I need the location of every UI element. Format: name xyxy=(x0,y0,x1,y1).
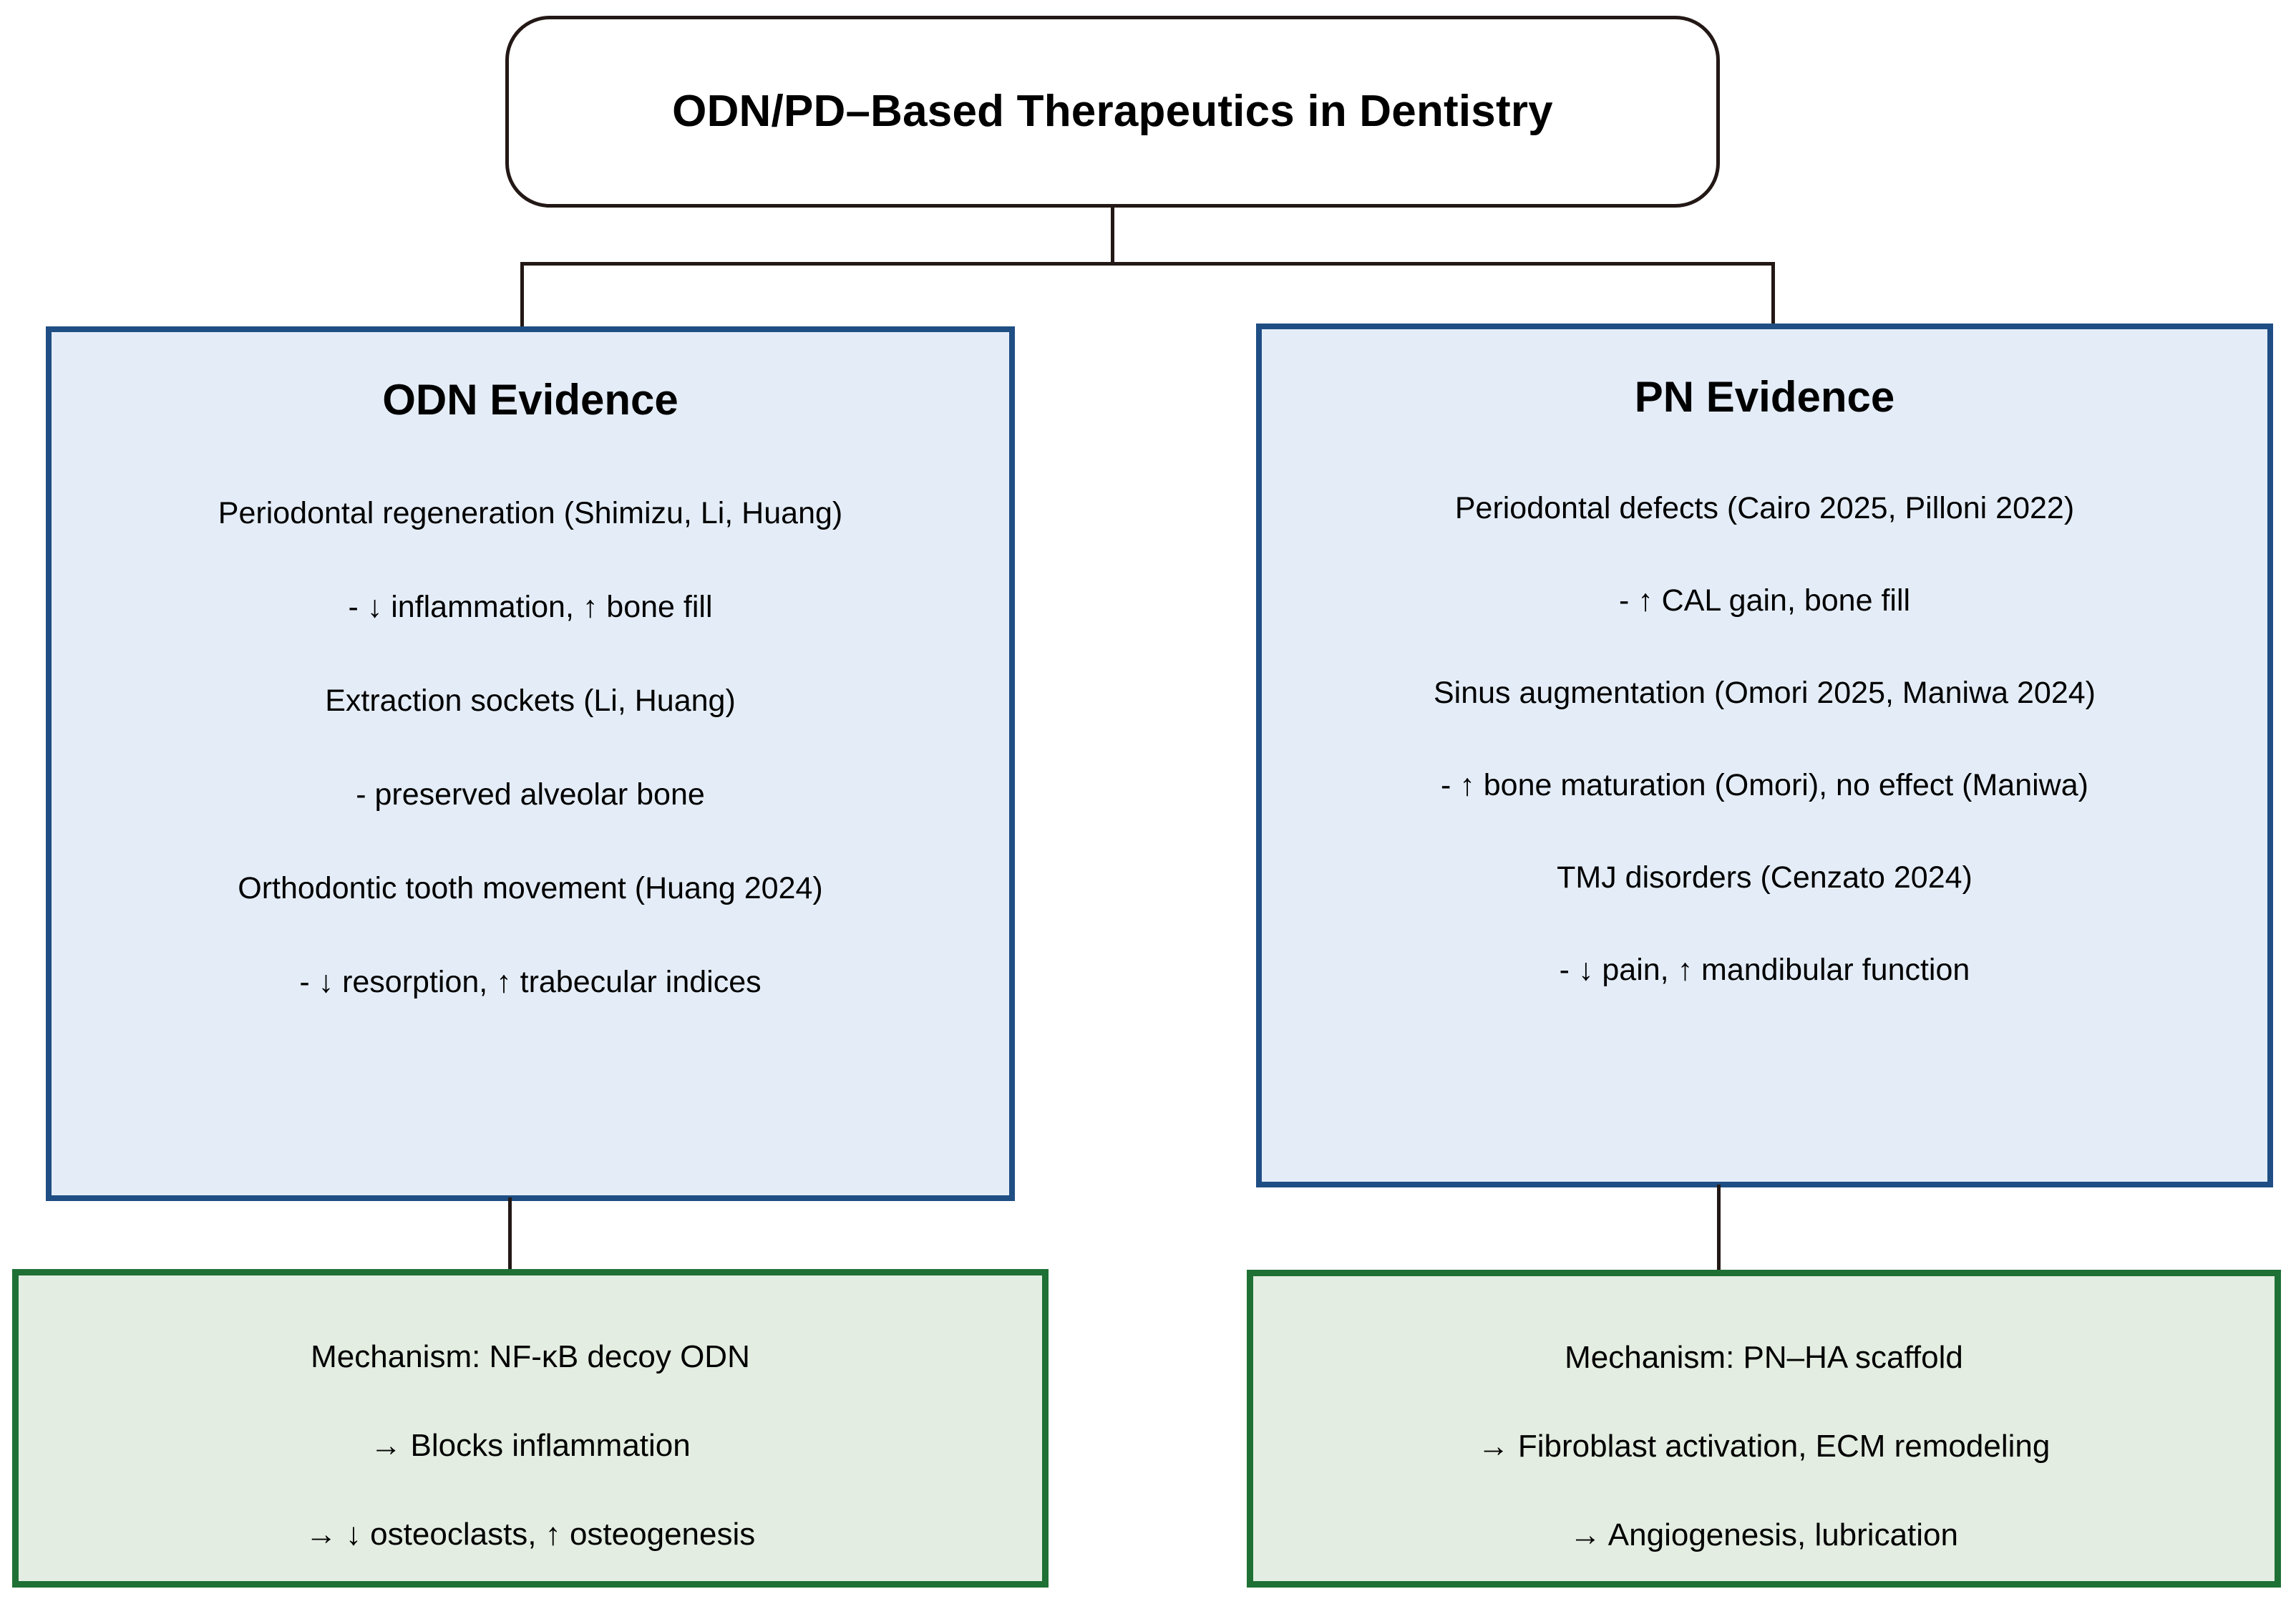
list-item: → ↓ osteoclasts, ↑ osteogenesis xyxy=(305,1517,756,1552)
pn-mechanism-box: Mechanism: PN–HA scaffold → Fibroblast a… xyxy=(1247,1270,2281,1588)
connector-root-stem xyxy=(1111,206,1114,265)
list-item: Periodontal defects (Cairo 2025, Pilloni… xyxy=(1454,491,2075,525)
list-item: → Blocks inflammation xyxy=(370,1428,691,1463)
list-item: - ↑ CAL gain, bone fill xyxy=(1618,583,1911,618)
list-item: Periodontal regeneration (Shimizu, Li, H… xyxy=(218,496,843,530)
list-item: → Angiogenesis, lubrication xyxy=(1570,1517,1958,1552)
list-item: → Fibroblast activation, ECM remodeling xyxy=(1477,1429,2051,1464)
list-item: - ↓ inflammation, ↑ bone fill xyxy=(348,590,713,624)
connector-root-to-pn-evidence xyxy=(1771,262,1775,326)
list-item: Sinus augmentation (Omori 2025, Maniwa 2… xyxy=(1433,676,2096,710)
list-item: Orthodontic tooth movement (Huang 2024) xyxy=(238,871,823,905)
list-item: - ↓ resorption, ↑ trabecular indices xyxy=(299,965,762,999)
odn-evidence-box: ODN Evidence Periodontal regeneration (S… xyxy=(46,326,1015,1201)
pn-evidence-box: PN Evidence Periodontal defects (Cairo 2… xyxy=(1256,324,2273,1187)
connector-odn-evidence-to-mechanism xyxy=(508,1197,512,1272)
list-item: Mechanism: NF-κB decoy ODN xyxy=(311,1339,750,1374)
odn-mechanism-list: Mechanism: NF-κB decoy ODN → Blocks infl… xyxy=(19,1275,1042,1550)
pn-mechanism-list: Mechanism: PN–HA scaffold → Fibroblast a… xyxy=(1253,1276,2275,1551)
list-item: TMJ disorders (Cenzato 2024) xyxy=(1557,860,1972,895)
connector-root-to-odn-evidence xyxy=(520,262,524,328)
list-item: - preserved alveolar bone xyxy=(356,777,705,812)
list-item: - ↑ bone maturation (Omori), no effect (… xyxy=(1441,768,2088,802)
odn-evidence-list: Periodontal regeneration (Shimizu, Li, H… xyxy=(52,424,1009,998)
root-node-title: ODN/PD–Based Therapeutics in Dentistry xyxy=(505,16,1720,208)
pn-evidence-list: Periodontal defects (Cairo 2025, Pilloni… xyxy=(1262,422,2267,986)
list-item: Mechanism: PN–HA scaffold xyxy=(1565,1340,1963,1375)
odn-mechanism-box: Mechanism: NF-κB decoy ODN → Blocks infl… xyxy=(12,1269,1049,1588)
connector-root-horizontal-bar xyxy=(520,262,1775,266)
diagram-title: ODN/PD–Based Therapeutics in Dentistry xyxy=(672,86,1553,136)
odn-evidence-heading: ODN Evidence xyxy=(382,376,678,424)
list-item: - ↓ pain, ↑ mandibular function xyxy=(1559,953,1970,987)
list-item: Extraction sockets (Li, Huang) xyxy=(325,684,736,718)
pn-evidence-heading: PN Evidence xyxy=(1634,373,1895,421)
connector-pn-evidence-to-mechanism xyxy=(1717,1185,1721,1272)
